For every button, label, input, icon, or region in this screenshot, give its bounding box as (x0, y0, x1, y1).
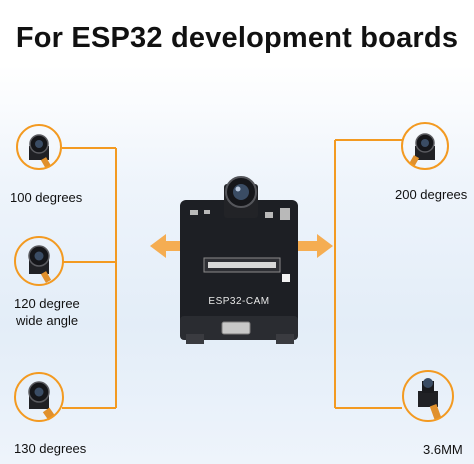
lens-120-label-line2: wide angle (16, 313, 79, 328)
board-label: ESP32-CAM (208, 296, 270, 307)
lens-120-ring (14, 236, 64, 286)
lens-3-6mm-label: 3.6MM (423, 442, 463, 457)
lens-100-ring (16, 124, 62, 170)
lens-120-label-line1: 120 degree (14, 296, 80, 311)
left-arrow-icon (150, 234, 180, 258)
lens-200-ring (401, 122, 449, 170)
esp32-cam-board-image (180, 176, 298, 344)
lens-130-label: 130 degrees (14, 441, 87, 456)
lens-130-ring (14, 372, 64, 422)
lens-200-label: 200 degrees (395, 187, 468, 202)
lens-3-6mm-ring (402, 370, 454, 422)
lens-100-label: 100 degrees (10, 190, 83, 205)
page-title: For ESP32 development boards (15, 22, 459, 54)
right-arrow-icon (298, 234, 333, 258)
